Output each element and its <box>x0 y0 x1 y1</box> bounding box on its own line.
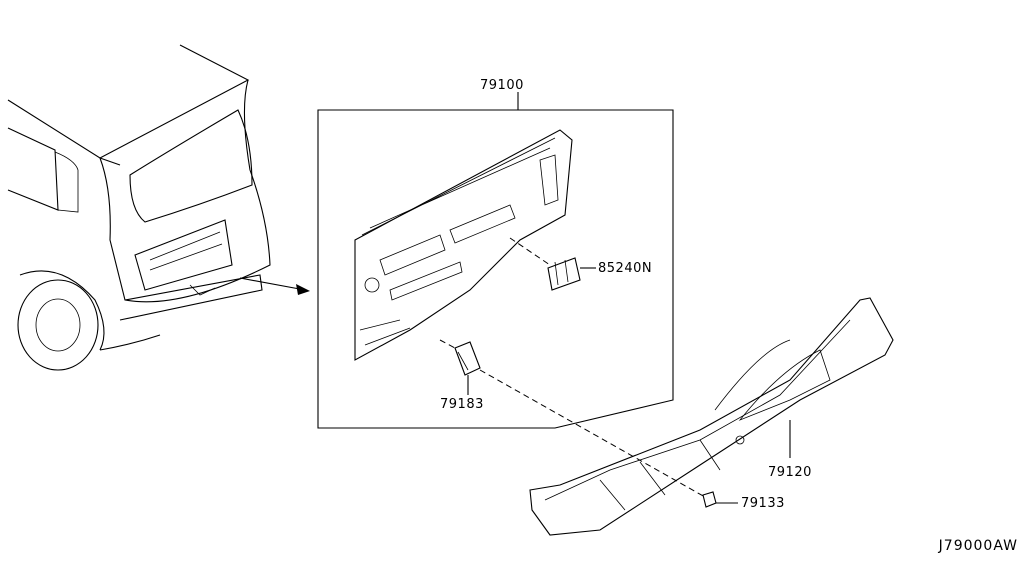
diagram-code: J79000AW <box>938 538 1018 554</box>
clip-79133 <box>702 491 738 508</box>
rear-panel-79100 <box>354 129 573 361</box>
trim-79120 <box>529 297 894 536</box>
vehicle-illustration <box>7 44 310 371</box>
part-label-79133: 79133 <box>741 496 785 511</box>
part-label-85240N: 85240N <box>598 261 653 276</box>
part-label-79120: 79120 <box>768 465 812 480</box>
part-label-79100: 79100 <box>480 78 524 93</box>
bracket-85240N <box>509 237 596 291</box>
bracket-79183 <box>439 339 481 395</box>
panel-callout-frame <box>317 109 674 429</box>
part-label-79183: 79183 <box>440 397 484 412</box>
